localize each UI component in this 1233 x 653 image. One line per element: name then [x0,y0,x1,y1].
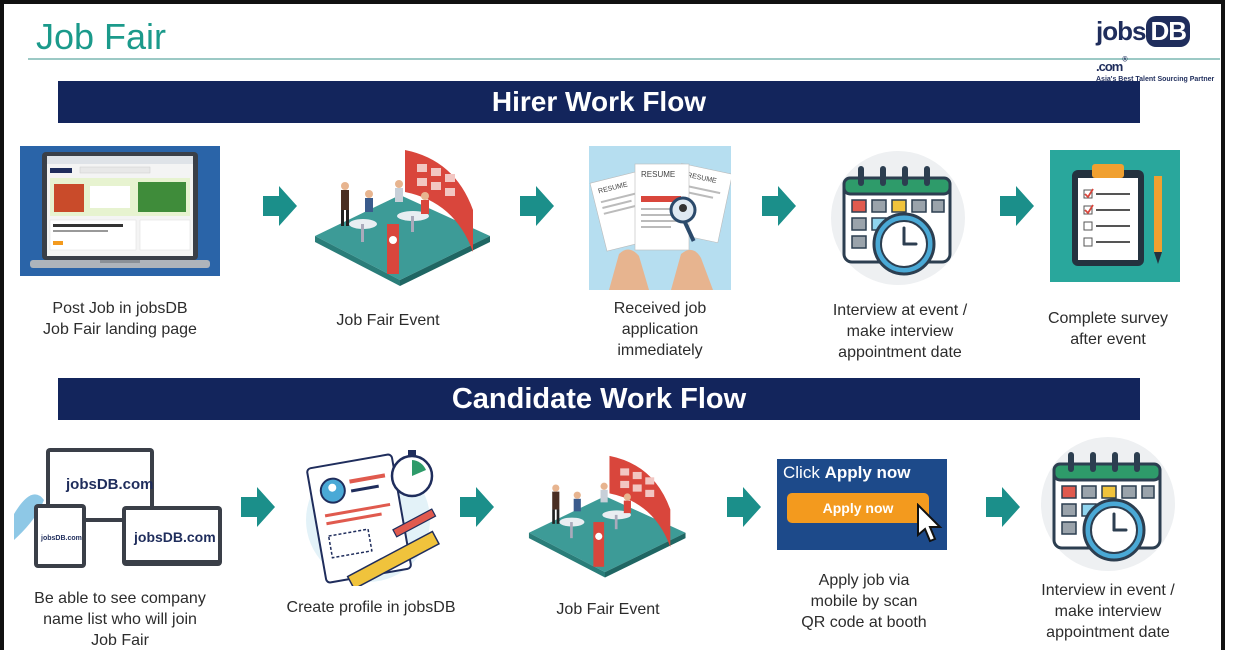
svg-text:RESUME: RESUME [641,170,675,179]
title-divider [28,58,1220,60]
resume-applications-illustration: RESUME RESUME RESUME [589,146,731,290]
hirer-step-4-caption: Interview at event / make interview appo… [832,302,968,361]
flow-arrow-icon [727,487,761,527]
candidate-step-2-caption: Create profile in jobsDB [286,599,456,616]
svg-text:jobsDB.com: jobsDB.com [65,476,154,493]
hirer-step-1-caption: Post Job in jobsDB Job Fair landing page [43,300,197,338]
hirer-step-5-caption: Complete survey after event [1047,310,1169,348]
flow-arrow-icon [263,186,297,226]
cursor-pointer-icon [917,503,943,543]
page-title: Job Fair [36,16,167,57]
flow-arrow-icon [986,487,1020,527]
flow-arrow-icon [460,487,494,527]
candidate-step-1-caption: Be able to see company name list who wil… [34,590,206,649]
hirer-flow-banner: Hirer Work Flow [58,81,1140,123]
apply-now-button[interactable]: Apply now [787,493,929,523]
hirer-step-3-caption: Received job application immediately [613,300,707,359]
calendar-clock-icon [831,151,965,285]
flow-arrow-icon [1000,186,1034,226]
svg-text:jobsDB.com: jobsDB.com [40,535,82,542]
survey-clipboard-illustration [1050,150,1180,282]
apply-prompt-text: Click [783,463,825,482]
create-profile-illustration [306,450,440,586]
laptop-landing-page-illustration [20,146,220,276]
calendar-clock-icon [1041,437,1175,571]
apply-now-box: Click Apply now Apply now [777,459,947,550]
candidate-step-5-caption: Interview in event / make interview appo… [1041,582,1175,641]
candidate-flow-banner: Candidate Work Flow [58,378,1140,420]
svg-text:jobsDB.com: jobsDB.com [133,529,216,545]
devices-jobsdb-illustration: jobsDB.com jobsDB.com jobsDB.com [14,448,222,568]
job-fair-booth-illustration [528,455,686,578]
apply-prompt-bold: Apply now [824,463,911,482]
flow-arrow-icon [762,186,796,226]
candidate-step-3-caption: Job Fair Event [556,601,660,618]
flow-arrow-icon [241,487,275,527]
candidate-step-4-caption: Apply job via mobile by scan QR code at … [801,572,927,631]
hirer-step-2-caption: Job Fair Event [336,312,440,329]
flow-arrow-icon [520,186,554,226]
job-fair-booth-illustration [315,150,490,286]
